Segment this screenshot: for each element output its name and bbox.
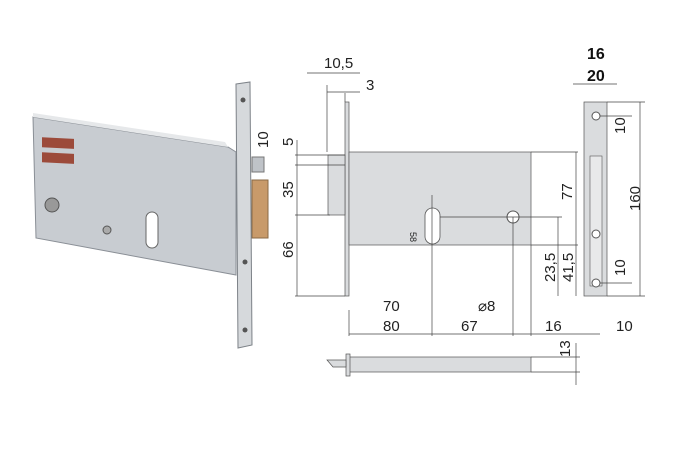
drawing-bottom-view: [348, 356, 532, 373]
screw: [102, 225, 112, 235]
dim-backset-80: 80: [383, 318, 400, 335]
drawing-screw-mid: [591, 229, 601, 239]
dim-key-to-hole: 67: [461, 318, 478, 335]
faceplate-screw-mid: [242, 259, 248, 265]
technical-drawing: 10,5 3 10 5 35 66 70 80 67 ⌀8 16 10 77 2…: [255, 46, 645, 385]
dim-case-height: 77: [559, 183, 576, 200]
dim-faceplate-offset: 10,5: [324, 55, 353, 72]
dim-latch-height: 35: [280, 181, 297, 198]
dim-latch-gap: 5: [280, 138, 297, 146]
dim-backset-70: 70: [383, 298, 400, 315]
dimension-lines: [295, 72, 645, 385]
drawing-screw-top: [591, 111, 601, 121]
dim-latch-top: 10: [255, 131, 272, 148]
dim-case-thickness: 13: [557, 340, 574, 357]
dim-faceplate-length: 160: [627, 186, 644, 211]
dim-faceplate-width-16: 16: [587, 46, 605, 63]
drawing-bottom-plate: [345, 353, 351, 377]
drawing-screw-bottom: [591, 278, 601, 288]
key-slot: [145, 211, 159, 249]
drawing-bolt: [327, 154, 346, 216]
lock-faceplate: [235, 81, 253, 349]
lock-photo: [32, 81, 269, 349]
latch-top: [251, 156, 265, 173]
warning-label-2: [42, 152, 74, 164]
drawing-key-slot: [424, 207, 441, 245]
dim-faceplate-edge: 10: [616, 318, 633, 335]
faceplate-screw-bottom: [242, 327, 248, 333]
cylinder-hole: [44, 197, 60, 213]
latch-bolt: [251, 179, 269, 239]
dim-hole-diameter: ⌀8: [478, 298, 495, 315]
faceplate-screw-top: [240, 97, 246, 103]
dim-hole-to-back: 16: [545, 318, 562, 335]
dim-screw-top: 10: [612, 117, 629, 134]
drawing-bottom-latch: [326, 359, 347, 368]
drawing-faceplate-slot: [589, 155, 603, 287]
drawing-faceplate-side: [344, 101, 350, 297]
dim-faceplate-width-20: 20: [587, 68, 605, 85]
key-mark: 58: [408, 232, 418, 242]
dim-key-height: 41,5: [560, 253, 577, 282]
lock-case-top: [33, 113, 228, 147]
dim-latch-to-bottom: 66: [280, 241, 297, 258]
dim-faceplate-thickness: 3: [366, 77, 374, 94]
dim-hole-height: 23,5: [542, 253, 559, 282]
warning-label-1: [42, 137, 74, 149]
dim-screw-bottom: 10: [612, 259, 629, 276]
